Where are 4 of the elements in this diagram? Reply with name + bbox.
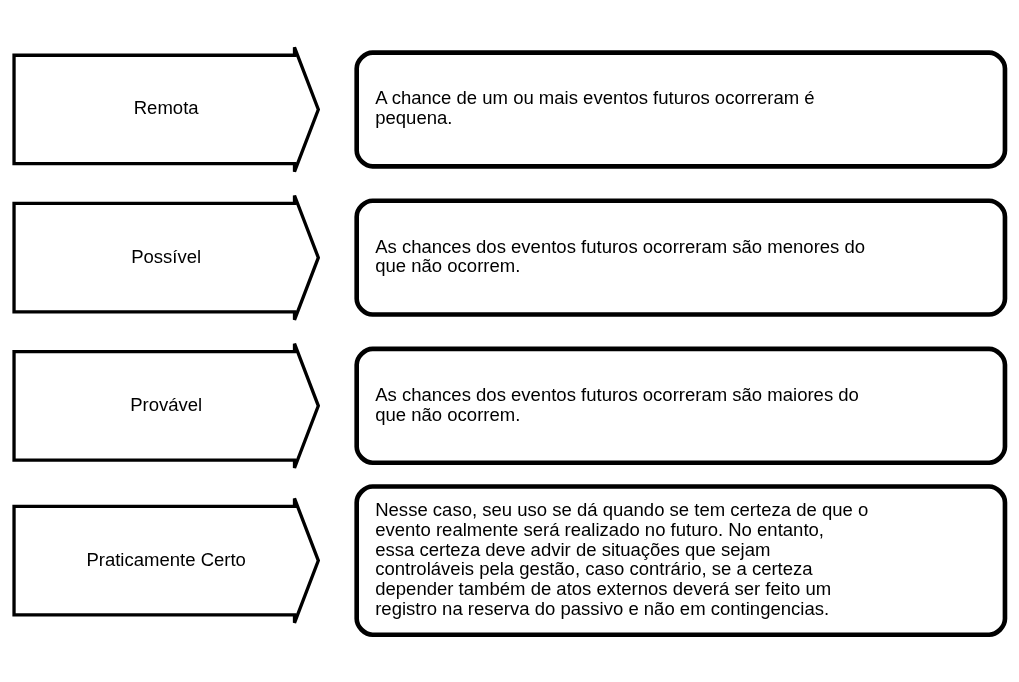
node-box: As chances dos eventos futuros ocorreram são maiores do que não ocorrem. bbox=[354, 346, 1008, 466]
node-box: A chance de um ou mais eventos futuros ocorreram é pequena. bbox=[354, 50, 1008, 169]
node-box: Nesse caso, seu uso se dá quando se tem certeza de que o evento realmente será realizado no futuro. No entanto, essa certeza deve advir de situações que sejam controláveis pela gestão, caso contrário, se a certeza depender também de atos externos deverá ser feito um registro na reserva do passivo e não em contingencias. bbox=[354, 484, 1008, 638]
node-box: As chances dos eventos futuros ocorreram são menores do que não ocorrem. bbox=[354, 198, 1008, 317]
